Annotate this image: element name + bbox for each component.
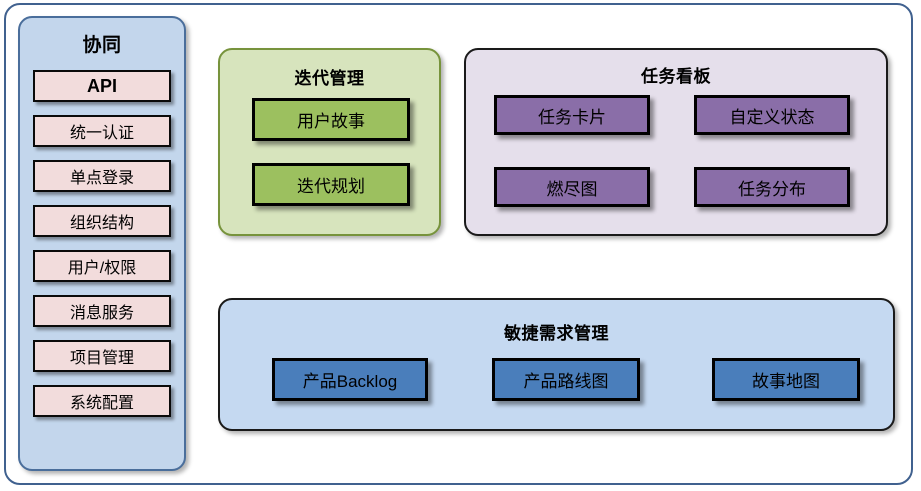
- agile-item-product-backlog[interactable]: 产品Backlog: [272, 358, 428, 401]
- sidebar-item-message-service[interactable]: 消息服务: [33, 295, 171, 327]
- iteration-item-label: 迭代规划: [297, 177, 365, 196]
- panel-iteration-management[interactable]: 迭代管理 用户故事 迭代规划: [218, 48, 441, 236]
- taskboard-item-custom-status[interactable]: 自定义状态: [694, 95, 850, 135]
- sidebar-item-label: 用户/权限: [67, 260, 137, 277]
- agile-item-label: 产品路线图: [523, 372, 609, 391]
- agile-item-label: 故事地图: [752, 372, 820, 391]
- panel-collaboration[interactable]: 协同 API 统一认证 单点登录 组织结构 用户/权限 消息服务 项目管理: [18, 16, 186, 471]
- panel-collaboration-title: 协同: [82, 35, 122, 56]
- sidebar-item-label: API: [86, 75, 117, 96]
- taskboard-item-task-card[interactable]: 任务卡片: [494, 95, 650, 135]
- panel-task-board-title: 任务看板: [641, 67, 711, 86]
- sidebar-item-org-structure[interactable]: 组织结构: [33, 205, 171, 237]
- agile-item-story-map[interactable]: 故事地图: [712, 358, 860, 401]
- taskboard-item-label: 任务卡片: [538, 107, 606, 127]
- sidebar-item-label: 统一认证: [69, 125, 134, 142]
- sidebar-item-user-permission[interactable]: 用户/权限: [33, 250, 171, 282]
- panel-iteration-management-title: 迭代管理: [294, 69, 365, 88]
- sidebar-item-label: 消息服务: [69, 305, 134, 322]
- iteration-item-user-story[interactable]: 用户故事: [252, 98, 410, 141]
- sidebar-item-label: 组织结构: [69, 215, 134, 232]
- taskboard-item-task-distribution[interactable]: 任务分布: [694, 167, 850, 207]
- taskboard-item-label: 任务分布: [738, 179, 806, 199]
- panel-agile-requirement-management-title: 敏捷需求管理: [504, 324, 609, 343]
- sidebar-item-label: 系统配置: [69, 395, 134, 412]
- iteration-item-iteration-planning[interactable]: 迭代规划: [252, 163, 410, 206]
- sidebar-item-project-management[interactable]: 项目管理: [33, 340, 171, 372]
- agile-item-label: 产品Backlog: [302, 372, 398, 391]
- panel-agile-requirement-management[interactable]: 敏捷需求管理 产品Backlog 产品路线图 故事地图: [218, 298, 895, 431]
- sidebar-item-sso[interactable]: 单点登录: [33, 160, 171, 192]
- collaboration-item-list: API 统一认证 单点登录 组织结构 用户/权限 消息服务 项目管理 系统配置: [33, 70, 171, 439]
- sidebar-item-unified-auth[interactable]: 统一认证: [33, 115, 171, 147]
- iteration-item-label: 用户故事: [297, 112, 365, 131]
- sidebar-item-label: 单点登录: [69, 170, 134, 187]
- agile-item-product-roadmap[interactable]: 产品路线图: [492, 358, 640, 401]
- sidebar-item-label: 项目管理: [69, 350, 134, 367]
- panel-task-board[interactable]: 任务看板 任务卡片 自定义状态 燃尽图 任务分布: [464, 48, 888, 236]
- sidebar-item-api[interactable]: API: [33, 70, 171, 102]
- sidebar-item-system-config[interactable]: 系统配置: [33, 385, 171, 417]
- taskboard-item-label: 自定义状态: [729, 107, 815, 127]
- taskboard-item-burndown-chart[interactable]: 燃尽图: [494, 167, 650, 207]
- taskboard-item-label: 燃尽图: [546, 179, 598, 199]
